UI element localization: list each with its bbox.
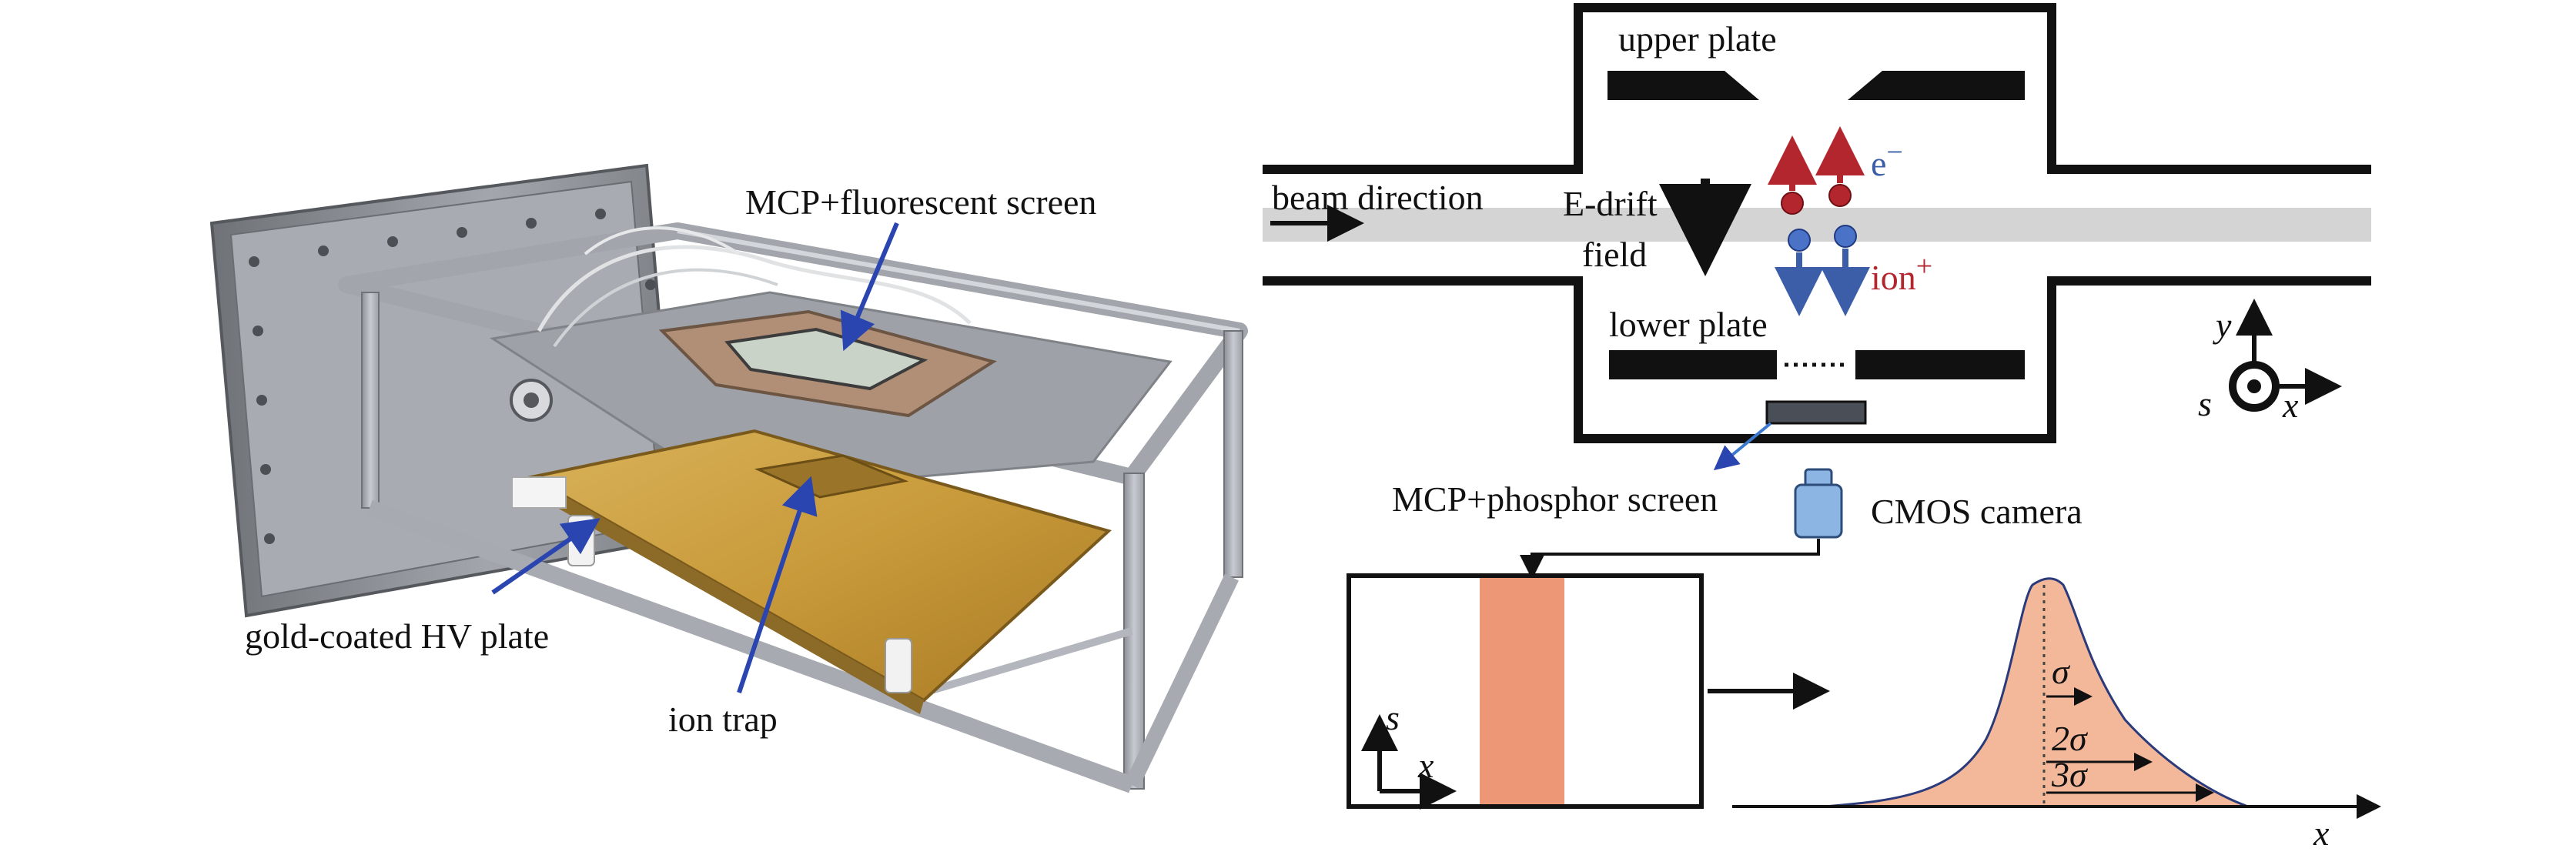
label-e-drift: E-drift [1563, 184, 1658, 223]
upper-plate-right [1848, 71, 2025, 100]
beam-band [1263, 208, 2371, 242]
label-mcp-phosphor: MCP+phosphor screen [1392, 479, 1718, 519]
label-lower-plate: lower plate [1609, 305, 1768, 344]
lower-plate-right [1855, 350, 2025, 379]
label-beam-direction: beam direction [1272, 178, 1484, 217]
chamber-outline-bottom [1263, 276, 2371, 443]
axis-label-y: y [2213, 306, 2232, 345]
mcp-phosphor-bar [1765, 400, 1867, 425]
sigma-2-label: 2σ [2052, 719, 2089, 758]
sigma-1-label: σ [2052, 652, 2071, 691]
pointer-gold-plate [491, 518, 601, 595]
label-mcp-fluorescent: MCP+fluorescent screen [745, 182, 1096, 222]
gold-coated-hv-plate [527, 429, 1112, 703]
image-axis-s: s [1386, 698, 1400, 737]
ion-2 [1834, 225, 1857, 248]
cmos-camera-icon [1794, 468, 1843, 539]
profile-plot: σ 2σ 3σ x [1732, 577, 2381, 853]
axis-label-s: s [2198, 384, 2212, 423]
label-electron: e− [1871, 136, 1903, 183]
label-upper-plate: upper plate [1618, 19, 1777, 58]
chamber-schematic: upper plate lower plate beam direction E… [1263, 3, 2371, 579]
mcp-screen [724, 327, 928, 391]
apparatus-photo: MCP+fluorescent screen gold-coated HV pl… [209, 163, 1248, 793]
label-field: field [1582, 235, 1647, 274]
label-ion: ion+ [1871, 250, 1932, 297]
pointer-mcp [840, 222, 899, 352]
axis-label-x: x [2282, 386, 2299, 425]
beam-stripe [1480, 578, 1564, 804]
beam-image: s x [1347, 573, 1830, 810]
lower-plate-left [1609, 350, 1777, 379]
upper-plate-left [1607, 71, 1759, 100]
pointer-ion-trap [737, 476, 818, 693]
electron-2 [1828, 184, 1852, 207]
coordinate-axes: y s x [2198, 299, 2342, 425]
sigma-3-label: 3σ [2051, 755, 2089, 794]
label-cmos: CMOS camera [1871, 492, 2083, 531]
pointer-mcp-phosphor [1713, 422, 1772, 471]
ion-1 [1788, 229, 1811, 252]
chamber-outline-top [1263, 3, 2371, 174]
image-axis-x: x [1417, 746, 1434, 785]
plot-axis-x: x [2313, 813, 2330, 853]
profile-area [1824, 577, 2249, 808]
electron-1 [1781, 192, 1804, 215]
label-ion-trap: ion trap [668, 700, 778, 739]
label-gold-plate: gold-coated HV plate [245, 616, 549, 656]
